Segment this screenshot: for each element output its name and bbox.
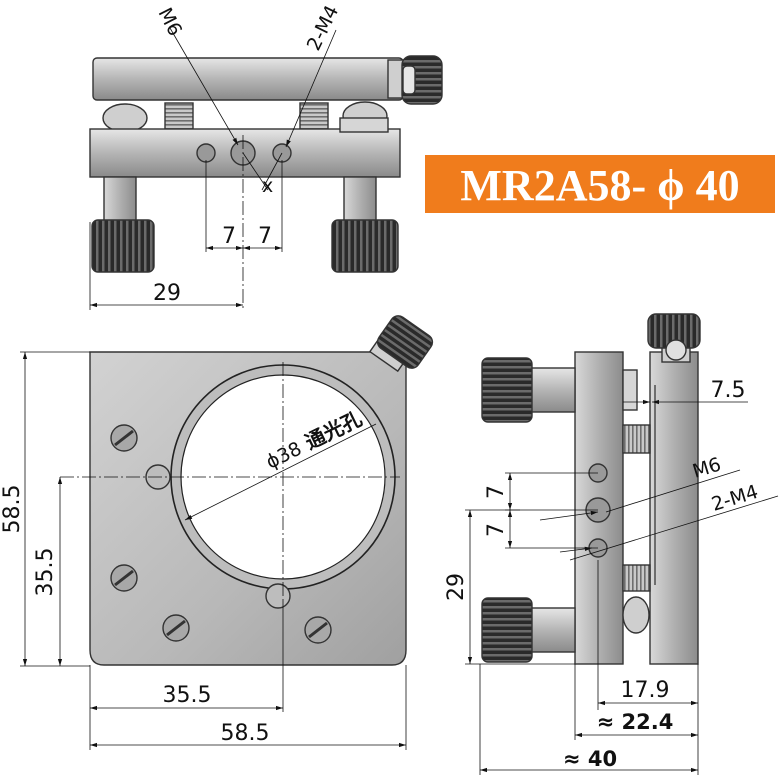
base-lock — [339, 117, 389, 133]
side-dim-7-lower: 7 — [484, 523, 509, 537]
side-top-knob — [647, 313, 701, 363]
m4-hole-left — [196, 143, 216, 163]
side-dim-40: ≈ 40 — [563, 747, 617, 771]
front-dim-center-height: 35.5 — [33, 548, 58, 597]
side-thread-top — [622, 424, 651, 454]
model-title-badge: MR2A58- ϕ 40 — [425, 155, 775, 213]
side-lock — [622, 369, 638, 411]
top-2m4-label: 2-M4 — [303, 2, 344, 54]
base-block — [89, 128, 401, 178]
top-dim-7-left: 7 — [222, 224, 236, 249]
side-dim-7-5: 7.5 — [711, 378, 746, 403]
post-right — [343, 176, 377, 223]
side-thread-bottom — [622, 564, 651, 592]
screw-thread-right — [299, 102, 329, 132]
front-dim-height: 58.5 — [0, 485, 25, 534]
front-dim-center-width: 35.5 — [163, 683, 212, 708]
front-view: ϕ38 通光孔 58.5 35.5 35.5 58.5 — [0, 315, 434, 750]
side-upper-adjuster — [481, 357, 576, 423]
screw-4 — [304, 616, 332, 644]
ball-left — [102, 103, 148, 133]
top-plate — [92, 57, 404, 101]
top-dim-29: 29 — [153, 281, 181, 306]
front-dim-width: 58.5 — [221, 721, 270, 746]
top-view: x M6 2-M4 7 7 29 — [89, 2, 443, 310]
screw-thread-left — [164, 102, 194, 132]
screw-1 — [110, 424, 138, 452]
side-lower-adjuster — [481, 597, 576, 663]
adjust-knob-left — [91, 219, 155, 273]
top-m6-label: M6 — [154, 4, 187, 39]
post-left — [103, 176, 137, 223]
front-bottom-hole — [265, 583, 291, 609]
side-dim-29: 29 — [444, 573, 469, 601]
side-dim-17-9: 17.9 — [621, 678, 670, 703]
side-ball — [622, 596, 650, 634]
side-dim-22-4: ≈ 22.4 — [597, 710, 674, 734]
screw-2 — [110, 564, 138, 592]
side-dim-7-upper: 7 — [484, 485, 509, 499]
screw-3 — [162, 614, 190, 642]
side-view: 7 7 29 M6 2-M4 7.5 17.9 ≈ 22.4 ≈ 40 — [444, 313, 779, 775]
top-dim-7-right: 7 — [258, 224, 272, 249]
side-knob-top — [387, 55, 443, 105]
side-front-plate — [649, 351, 699, 665]
side-2m4-label: 2-M4 — [709, 481, 761, 516]
corner-knob — [368, 315, 434, 373]
x-label: x — [262, 175, 273, 197]
model-title: MR2A58- ϕ 40 — [460, 161, 739, 210]
adjust-knob-right — [331, 219, 399, 273]
